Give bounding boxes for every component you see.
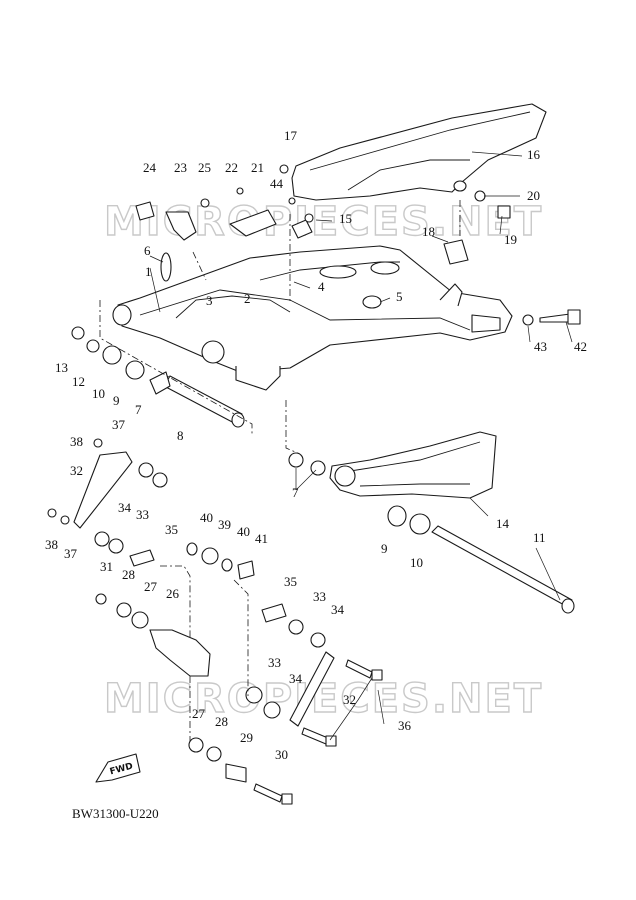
swingarm <box>112 245 513 391</box>
pivot-shaft <box>163 375 245 428</box>
callout-c4: 4 <box>318 279 325 294</box>
callout-c12: 12 <box>72 374 85 389</box>
callout-c32b: 32 <box>343 692 356 707</box>
callout-c10: 10 <box>92 386 105 401</box>
callout-c34b: 34 <box>331 602 345 617</box>
callout-c2: 2 <box>244 291 251 306</box>
callout-c23: 23 <box>174 160 187 175</box>
bearings-and-washers <box>71 164 511 535</box>
axle <box>431 525 575 614</box>
callout-c28b: 28 <box>215 714 228 729</box>
callout-c25: 25 <box>198 160 211 175</box>
callout-c34: 34 <box>118 500 132 515</box>
callout-c8: 8 <box>177 428 184 443</box>
callout-c32: 32 <box>70 463 83 478</box>
callout-c26: 26 <box>166 586 180 601</box>
callout-c27b: 27 <box>192 706 206 721</box>
chain-guide <box>329 431 497 499</box>
callout-c38: 38 <box>70 434 83 449</box>
leader-lines <box>149 151 573 741</box>
callout-c28: 28 <box>122 567 135 582</box>
callout-c35: 35 <box>165 522 178 537</box>
chain-cover <box>291 103 547 201</box>
callout-c36: 36 <box>398 718 412 733</box>
callout-c13: 13 <box>55 360 68 375</box>
callout-c22: 22 <box>225 160 238 175</box>
callout-c42: 42 <box>574 339 587 354</box>
callout-c9b: 9 <box>381 541 388 556</box>
diagram-code: BW31300-U220 <box>72 806 159 821</box>
callout-c37b: 37 <box>64 546 78 561</box>
callout-c1: 1 <box>145 264 152 279</box>
callout-c30: 30 <box>275 747 288 762</box>
callout-c35b: 35 <box>284 574 297 589</box>
fwd-direction-arrow: FWD <box>95 753 141 783</box>
callout-c7b: 7 <box>292 485 299 500</box>
linkage <box>47 438 383 805</box>
callout-c19: 19 <box>504 232 517 247</box>
callout-c37: 37 <box>112 417 126 432</box>
callout-c17: 17 <box>284 128 298 143</box>
callout-c33: 33 <box>136 507 149 522</box>
callout-c33b: 33 <box>313 589 326 604</box>
callout-c40: 40 <box>200 510 213 525</box>
callout-c34c: 34 <box>289 671 303 686</box>
dashed-centerlines <box>99 200 461 742</box>
brackets-and-clamps <box>135 187 314 241</box>
callout-c43: 43 <box>534 339 547 354</box>
callout-c41: 41 <box>255 531 268 546</box>
callout-c14: 14 <box>496 516 510 531</box>
callout-c6: 6 <box>144 243 151 258</box>
callout-c33c: 33 <box>268 655 281 670</box>
callout-c9: 9 <box>113 393 120 408</box>
callout-c31: 31 <box>100 559 113 574</box>
callout-c21: 21 <box>251 160 264 175</box>
callout-c44: 44 <box>270 176 284 191</box>
callout-c11: 11 <box>533 530 546 545</box>
callout-c16: 16 <box>527 147 541 162</box>
callout-c24: 24 <box>143 160 157 175</box>
callout-c40b: 40 <box>237 524 250 539</box>
callout-c3: 3 <box>206 293 213 308</box>
callout-c15: 15 <box>339 211 352 226</box>
callout-c27: 27 <box>144 579 158 594</box>
callout-c38b: 38 <box>45 537 58 552</box>
callout-c5: 5 <box>396 289 403 304</box>
callout-c7: 7 <box>135 402 142 417</box>
callout-c20: 20 <box>527 188 540 203</box>
callout-c18: 18 <box>422 224 435 239</box>
pivot-bolt <box>522 309 581 326</box>
callout-c39: 39 <box>218 517 231 532</box>
callout-c29: 29 <box>240 730 253 745</box>
callout-c10b: 10 <box>410 555 423 570</box>
watermark-bottom: MICROPIECES.NET <box>104 676 543 722</box>
